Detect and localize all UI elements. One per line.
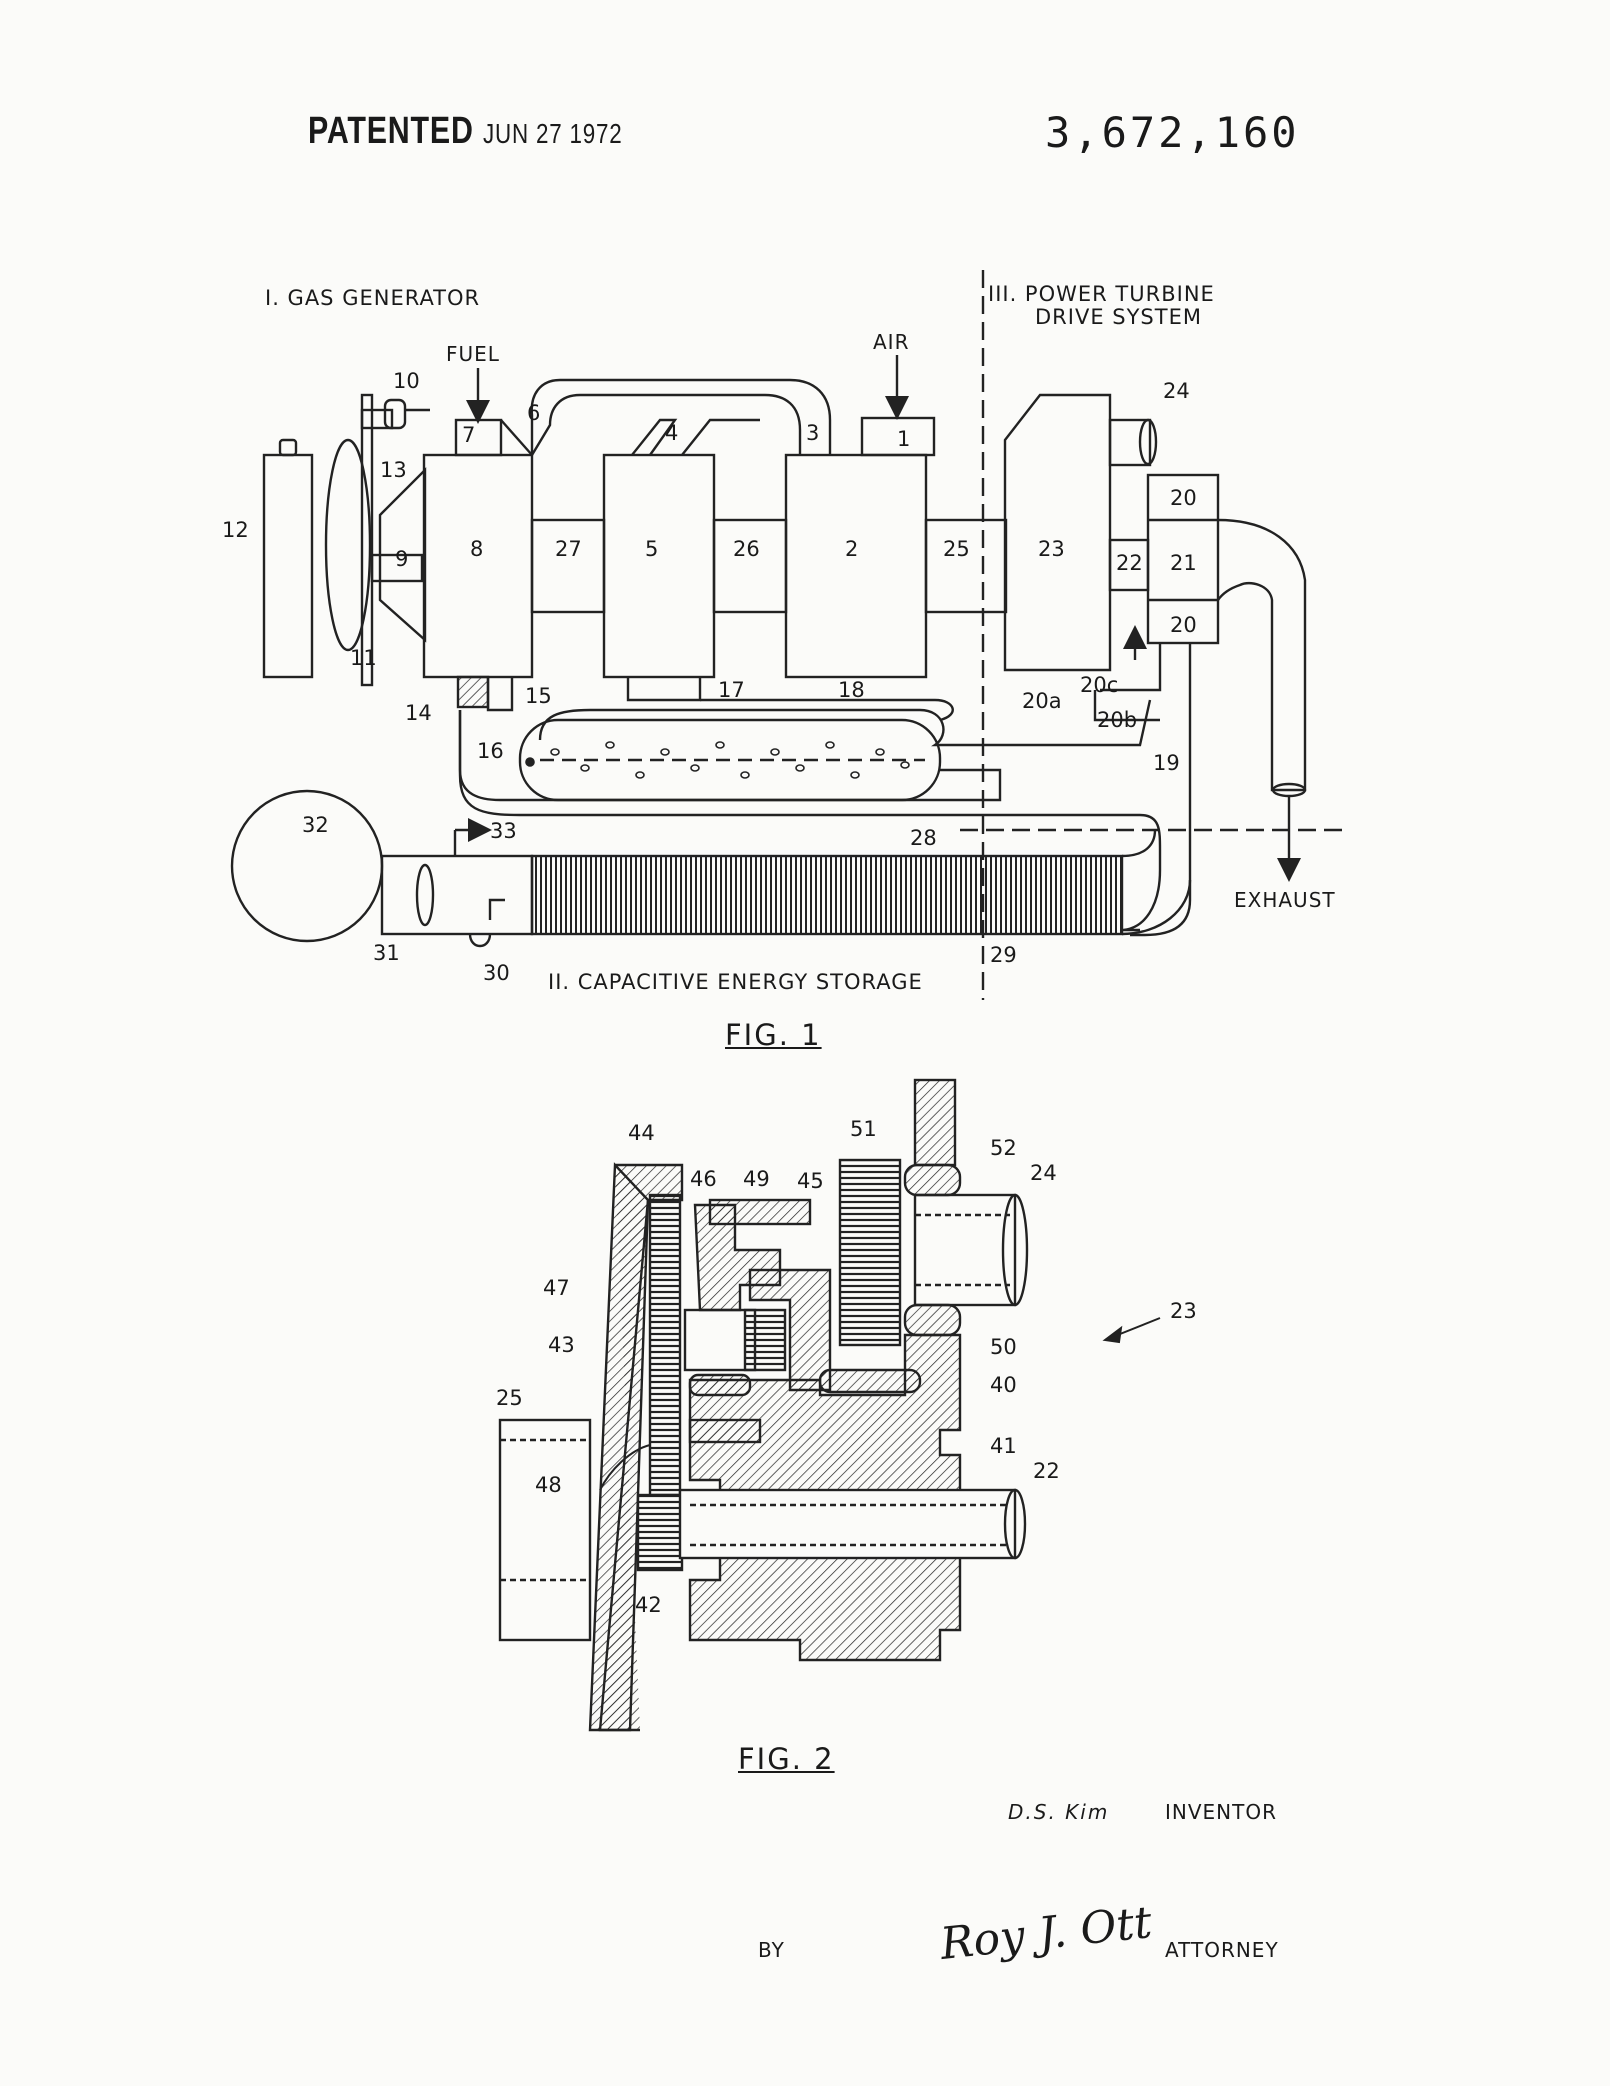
fan-11 [324,438,372,652]
section-gas-generator: I. GAS GENERATOR [265,286,481,310]
storage-29 [530,854,1124,936]
fig2-label-44: 44 [628,1121,655,1145]
shaft-22-fig2 [678,1488,1017,1560]
patented-date: JUN 27 1972 [482,118,623,149]
fuel-label: FUEL [446,342,500,366]
fig2-label-50: 50 [990,1335,1017,1359]
label-15: 15 [525,684,552,708]
label-23: 23 [1038,537,1065,561]
label-33: 33 [490,819,517,843]
label-24: 24 [1163,379,1190,403]
fig2-caption: FIG. 2 [738,1742,835,1776]
label-31: 31 [373,941,400,965]
label-21: 21 [1170,551,1197,575]
pipe-19 [458,710,1162,932]
fig2-label-51: 51 [850,1117,877,1141]
fig2-label-46: 46 [690,1167,717,1191]
regenerator-16 [518,718,942,802]
fig2-label-24: 24 [1030,1161,1057,1185]
exhaust-label: EXHAUST [1234,888,1336,912]
label-13: 13 [380,458,407,482]
exhaust-duct [1217,518,1307,792]
label-29: 29 [990,943,1017,967]
label-20b: 20b [1097,708,1137,732]
fig2-label-22: 22 [1033,1459,1060,1483]
mesh-14 [456,675,490,709]
patented-stamp: PATENTED JUN 27 1972 [308,110,623,153]
label-7: 7 [462,423,475,447]
ring-49 [708,1198,812,1226]
patent-number: 3,672,160 [1045,108,1300,157]
fig2-label-42: 42 [635,1593,662,1617]
bushing-40 [818,1368,922,1394]
fig2-label-48: 48 [535,1473,562,1497]
label-16: 16 [477,739,504,763]
by-label: BY [758,1938,785,1962]
label-2: 2 [845,537,858,561]
label-30: 30 [483,961,510,985]
turbine-23 [1003,393,1112,672]
fig2-label-43: 43 [548,1333,575,1357]
fig2-label-41: 41 [990,1434,1017,1458]
gear-10 [383,398,407,430]
gear-51 [838,1158,902,1347]
label-3: 3 [806,421,819,445]
fig2-label-52: 52 [990,1136,1017,1160]
attorney-label: ATTORNEY [1165,1938,1279,1962]
label-32: 32 [302,813,329,837]
shaft-25-fig2 [498,1418,592,1642]
inventor-label: INVENTOR [1165,1800,1277,1824]
section-power-turbine-line2: DRIVE SYSTEM [1035,305,1202,329]
label-20-bottom: 20 [1170,613,1197,637]
label-28: 28 [910,826,937,850]
inventor-name: D.S. Kim [1008,1800,1110,1824]
label-17: 17 [718,678,745,702]
label-1: 1 [897,427,910,451]
fig2-label-25: 25 [496,1386,523,1410]
regenerator-pellets [525,741,910,779]
label-25: 25 [943,537,970,561]
shaft-24-fig2 [913,1193,1017,1307]
patented-label: PATENTED [308,110,474,152]
label-8: 8 [470,537,483,561]
fig2-label-47: 47 [543,1276,570,1300]
gear-48 [648,1193,682,1497]
air-label: AIR [873,330,910,354]
label-10: 10 [393,369,420,393]
label-4: 4 [665,421,678,445]
label-9: 9 [395,547,408,571]
label-12: 12 [222,518,249,542]
label-20-top: 20 [1170,486,1197,510]
section-capacitive-storage: II. CAPACITIVE ENERGY STORAGE [548,970,923,994]
label-20c: 20c [1080,673,1118,697]
label-14: 14 [405,701,432,725]
duct-3 [530,378,832,455]
section-power-turbine-line1: III. POWER TURBINE [988,282,1215,306]
diff-20-21 [1146,473,1220,645]
label-18: 18 [838,678,865,702]
label-26: 26 [733,537,760,561]
fig2-label-49: 49 [743,1167,770,1191]
label-5: 5 [645,537,658,561]
fig2-label-45: 45 [797,1169,824,1193]
label-6: 6 [527,401,540,425]
label-22: 22 [1116,551,1143,575]
gear-42 [636,1493,684,1572]
fig1-caption: FIG. 1 [725,1018,822,1052]
fig2-label-23: 23 [1170,1299,1197,1323]
label-11: 11 [350,646,377,670]
bearing-52 [903,1163,962,1197]
fig2-label-40: 40 [990,1373,1017,1397]
label-27: 27 [555,537,582,561]
label-20a: 20a [1022,689,1062,713]
label-19: 19 [1153,751,1180,775]
